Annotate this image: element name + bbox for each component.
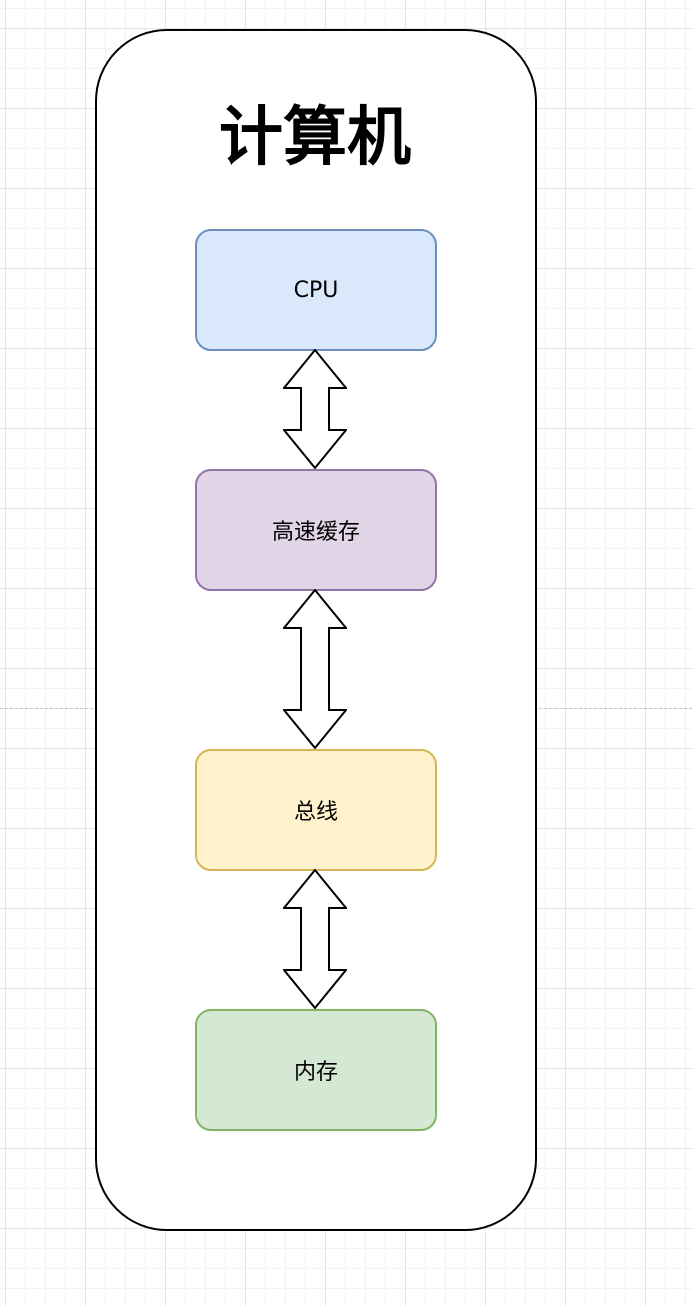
bus-memory-arrow [283,869,347,1009]
cache-node-label: 高速缓存 [271,520,360,545]
bus-node: 总线 [195,749,437,871]
cache-node: 高速缓存 [195,469,437,591]
cpu-node: CPU [195,229,437,351]
diagram-title: 计算机 [219,101,411,175]
cpu-node-label: CPU [293,277,339,303]
bus-node-label: 总线 [293,800,338,825]
cache-bus-arrow [283,589,347,749]
memory-node: 内存 [195,1009,437,1131]
cpu-cache-arrow [283,349,347,469]
memory-node-label: 内存 [293,1060,338,1085]
